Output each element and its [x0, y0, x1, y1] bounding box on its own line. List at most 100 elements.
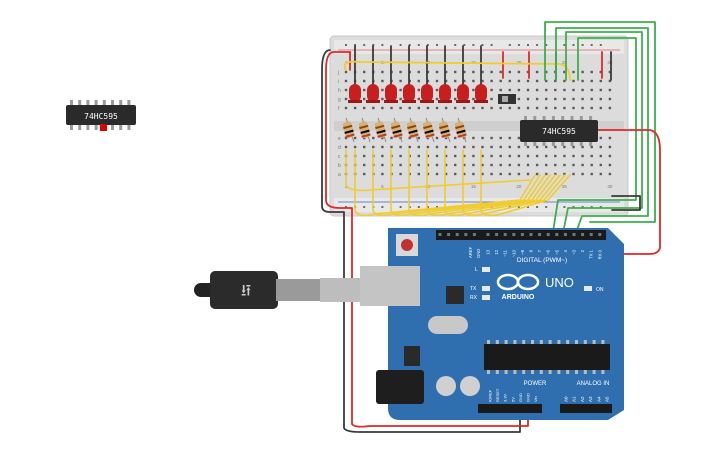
- breadboard-hole: [481, 106, 484, 110]
- digital-pin[interactable]: [563, 233, 567, 236]
- breadboard-hole: [363, 79, 366, 83]
- breadboard-hole: [426, 70, 430, 74]
- on-led-label: ON: [596, 287, 604, 293]
- breadboard-hole: [481, 79, 484, 83]
- digital-pin[interactable]: [581, 233, 585, 236]
- breadboard-hole: [399, 79, 402, 83]
- column-number: 25: [562, 184, 568, 189]
- digital-pin[interactable]: [438, 233, 442, 236]
- breadboard-hole: [508, 79, 511, 83]
- row-letter: b: [338, 163, 341, 169]
- breadboard-hole: [454, 88, 457, 92]
- digital-pin[interactable]: [447, 233, 451, 236]
- breadboard-hole: [454, 154, 457, 158]
- mcu-pin: [539, 370, 543, 374]
- breadboard-hole: [490, 79, 493, 83]
- breadboard-hole: [372, 136, 375, 140]
- red-led[interactable]: [367, 84, 379, 102]
- jumper-wire: [551, 37, 637, 239]
- breadboard-hole: [381, 172, 384, 176]
- breadboard-chip-label: 74HC595: [542, 127, 576, 136]
- reset-button-cap[interactable]: [401, 239, 413, 251]
- voltage-regulator: [404, 346, 420, 366]
- digital-pin[interactable]: [512, 233, 516, 236]
- breadboard-hole: [417, 145, 420, 149]
- mcu-pin: [487, 340, 490, 344]
- atmega-microcontroller: [484, 344, 610, 370]
- digital-pin[interactable]: [495, 233, 499, 236]
- breadboard-hole: [517, 88, 521, 92]
- breadboard-shift-register-chip[interactable]: 74HC595: [520, 116, 598, 146]
- breadboard-hole: [463, 70, 466, 74]
- digital-pin[interactable]: [464, 233, 468, 236]
- digital-pin[interactable]: [538, 233, 542, 236]
- rail-hole: [417, 44, 420, 46]
- breadboard-hole: [399, 88, 402, 92]
- resistor-band: [439, 124, 449, 130]
- breadboard-hole: [545, 145, 548, 149]
- digital-pin[interactable]: [455, 233, 459, 236]
- digital-pin[interactable]: [555, 233, 559, 236]
- on-led: [584, 286, 592, 291]
- red-led[interactable]: [385, 84, 397, 102]
- red-led[interactable]: [349, 84, 361, 102]
- red-led[interactable]: [421, 84, 433, 102]
- standalone-shift-register-chip[interactable]: 74HC595: [66, 100, 136, 131]
- breadboard-hole: [526, 172, 530, 176]
- rail-hole: [490, 44, 493, 46]
- red-led[interactable]: [439, 84, 451, 102]
- rail-hole: [481, 44, 484, 46]
- breadboard-hole: [454, 106, 457, 110]
- breadboard-hole: [599, 88, 602, 92]
- breadboard-hole: [344, 106, 348, 110]
- chip-pin: [86, 100, 90, 105]
- arduino-logo-icon: [496, 273, 540, 291]
- mcu-pin: [522, 340, 526, 344]
- breadboard-hole: [499, 145, 502, 149]
- chip-pin: [86, 125, 90, 130]
- digital-pin[interactable]: [589, 233, 593, 236]
- breadboard-hole: [545, 79, 548, 83]
- capacitor-1: [436, 376, 456, 396]
- digital-pin[interactable]: [520, 233, 524, 236]
- tx-led: [482, 286, 490, 291]
- breadboard-hole: [408, 145, 411, 149]
- rail-hole: [590, 206, 593, 208]
- mcu-pin: [592, 340, 596, 344]
- digital-pin[interactable]: [546, 233, 550, 236]
- digital-pin[interactable]: [598, 233, 602, 236]
- resistor-band: [344, 129, 354, 134]
- resistor-band: [391, 124, 401, 130]
- breadboard-hole: [372, 145, 375, 149]
- digital-pin[interactable]: [572, 233, 576, 236]
- breadboard-hole: [481, 136, 484, 140]
- digital-pin[interactable]: [486, 233, 490, 236]
- red-led[interactable]: [403, 84, 415, 102]
- slide-switch-knob[interactable]: [502, 96, 508, 102]
- breadboard-hole: [435, 79, 439, 83]
- digital-pin[interactable]: [529, 233, 533, 236]
- power-label: POWER: [524, 381, 547, 387]
- digital-pin[interactable]: [503, 233, 507, 236]
- column-number: 5: [381, 184, 384, 189]
- mcu-pin: [566, 370, 570, 374]
- mcu-pin: [583, 370, 587, 374]
- breadboard-hole: [490, 70, 493, 74]
- resistor-band: [423, 124, 433, 130]
- breadboard-hole: [399, 145, 402, 149]
- breadboard-hole: [344, 145, 348, 149]
- chip-pin: [127, 100, 131, 105]
- red-led[interactable]: [457, 84, 469, 102]
- rail-hole: [426, 44, 429, 46]
- breadboard-hole: [572, 106, 575, 110]
- breadboard-hole: [599, 154, 602, 158]
- rail-hole: [572, 44, 575, 46]
- rail-hole: [345, 44, 347, 46]
- breadboard-hole: [608, 97, 612, 101]
- red-led[interactable]: [475, 84, 487, 102]
- digital-pin[interactable]: [472, 233, 476, 236]
- breadboard-hole: [499, 172, 502, 176]
- breadboard-hole: [472, 106, 475, 110]
- breadboard-hole: [554, 106, 557, 110]
